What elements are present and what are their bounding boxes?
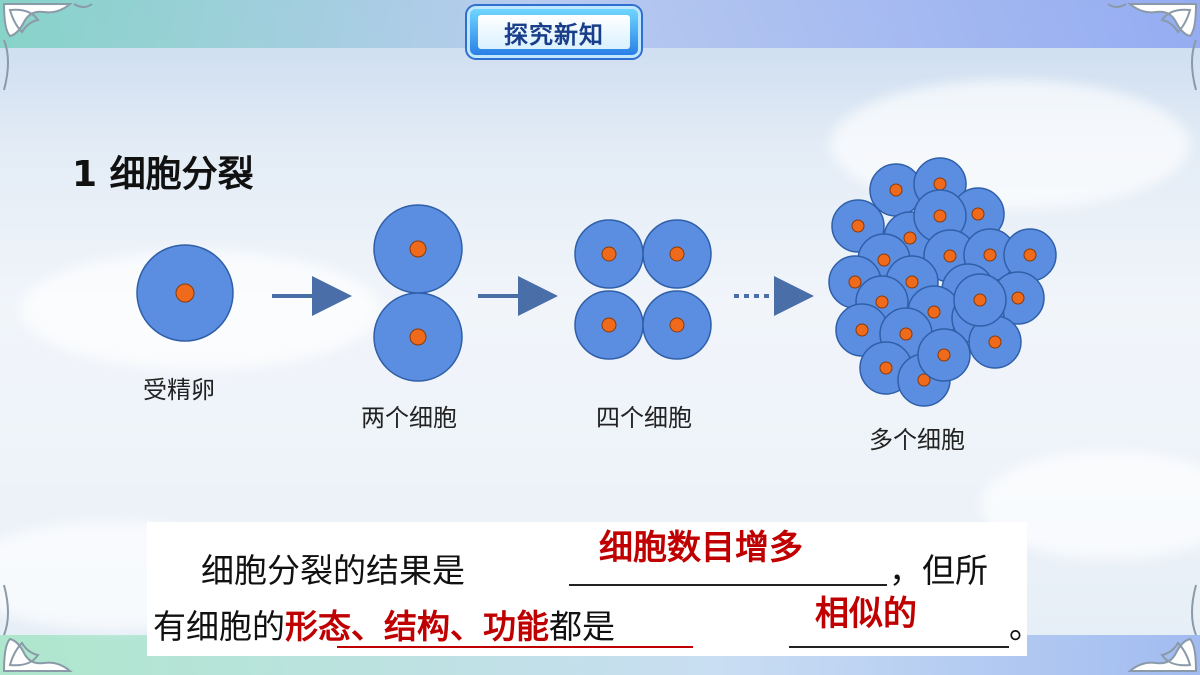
many-cell-nucleus (889, 183, 903, 197)
corner-ornament-bottom-right (1127, 584, 1198, 672)
question-box: 细胞分裂的结果是 ，但所 细胞数目增多 有细胞的形态、结构、功能都是 。 相似的 (147, 522, 1042, 656)
corner-ornament-top-left (2, 3, 93, 91)
many-cell-nucleus (988, 335, 1002, 349)
many-cell-nucleus (1023, 248, 1037, 262)
corner-ornament-top-right (1107, 3, 1198, 91)
many-cell-nucleus (933, 209, 947, 223)
question-line2-mid: 都是 (549, 607, 615, 646)
four-cell-nucleus (601, 317, 617, 333)
many-cell-nucleus (1011, 291, 1025, 305)
section-badge: 探究新知 (470, 9, 638, 55)
many-cell-nucleus (903, 231, 917, 245)
stage-label-zygote: 受精卵 (143, 376, 215, 404)
many-cell-nucleus (971, 207, 985, 221)
question-line2-end: 。 (1009, 607, 1042, 646)
question-line1-tail: ，但所 (889, 551, 988, 590)
two-cell-nucleus (409, 240, 427, 258)
many-cell-nucleus (933, 177, 947, 191)
corner-ornament-bottom-left (2, 584, 73, 672)
question-line1-text: 细胞分裂的结果是 (201, 551, 465, 590)
many-cell-nucleus (917, 373, 931, 387)
many-cell-nucleus (983, 248, 997, 262)
many-cell-nucleus (879, 361, 893, 375)
many-cell-nucleus (877, 253, 891, 267)
stage-label-many-cells: 多个细胞 (869, 426, 965, 454)
many-cell-nucleus (855, 323, 869, 337)
stage-label-four-cells: 四个细胞 (596, 404, 692, 432)
red-underline (337, 646, 693, 648)
blank-2 (789, 646, 1009, 648)
question-line2-red: 形态、结构、功能 (285, 607, 549, 646)
question-line2-prefix: 有细胞的 (153, 607, 285, 646)
zygote-cell-nucleus (175, 283, 195, 303)
section-badge-label: 探究新知 (478, 15, 630, 49)
four-cell-nucleus (669, 246, 685, 262)
many-cell-nucleus (851, 219, 865, 233)
many-cell-nucleus (943, 249, 957, 263)
question-line-2: 有细胞的形态、结构、功能都是 (153, 600, 615, 648)
four-cell-nucleus (601, 246, 617, 262)
answer-2: 相似的 (815, 594, 917, 634)
many-cell-nucleus (905, 275, 919, 289)
many-cell-nucleus (899, 327, 913, 341)
stage-label-two-cells: 两个细胞 (361, 404, 457, 432)
many-cell-nucleus (937, 348, 951, 362)
many-cell-nucleus (973, 293, 987, 307)
many-cell-nucleus (875, 295, 889, 309)
page-title: 1 细胞分裂 (72, 154, 254, 195)
answer-1: 细胞数目增多 (599, 528, 803, 568)
four-cell-nucleus (669, 317, 685, 333)
two-cell-nucleus (409, 328, 427, 346)
blank-1 (569, 584, 887, 586)
many-cell-nucleus (927, 305, 941, 319)
question-line-1: 细胞分裂的结果是 (201, 544, 465, 592)
many-cell-nucleus (848, 275, 862, 289)
